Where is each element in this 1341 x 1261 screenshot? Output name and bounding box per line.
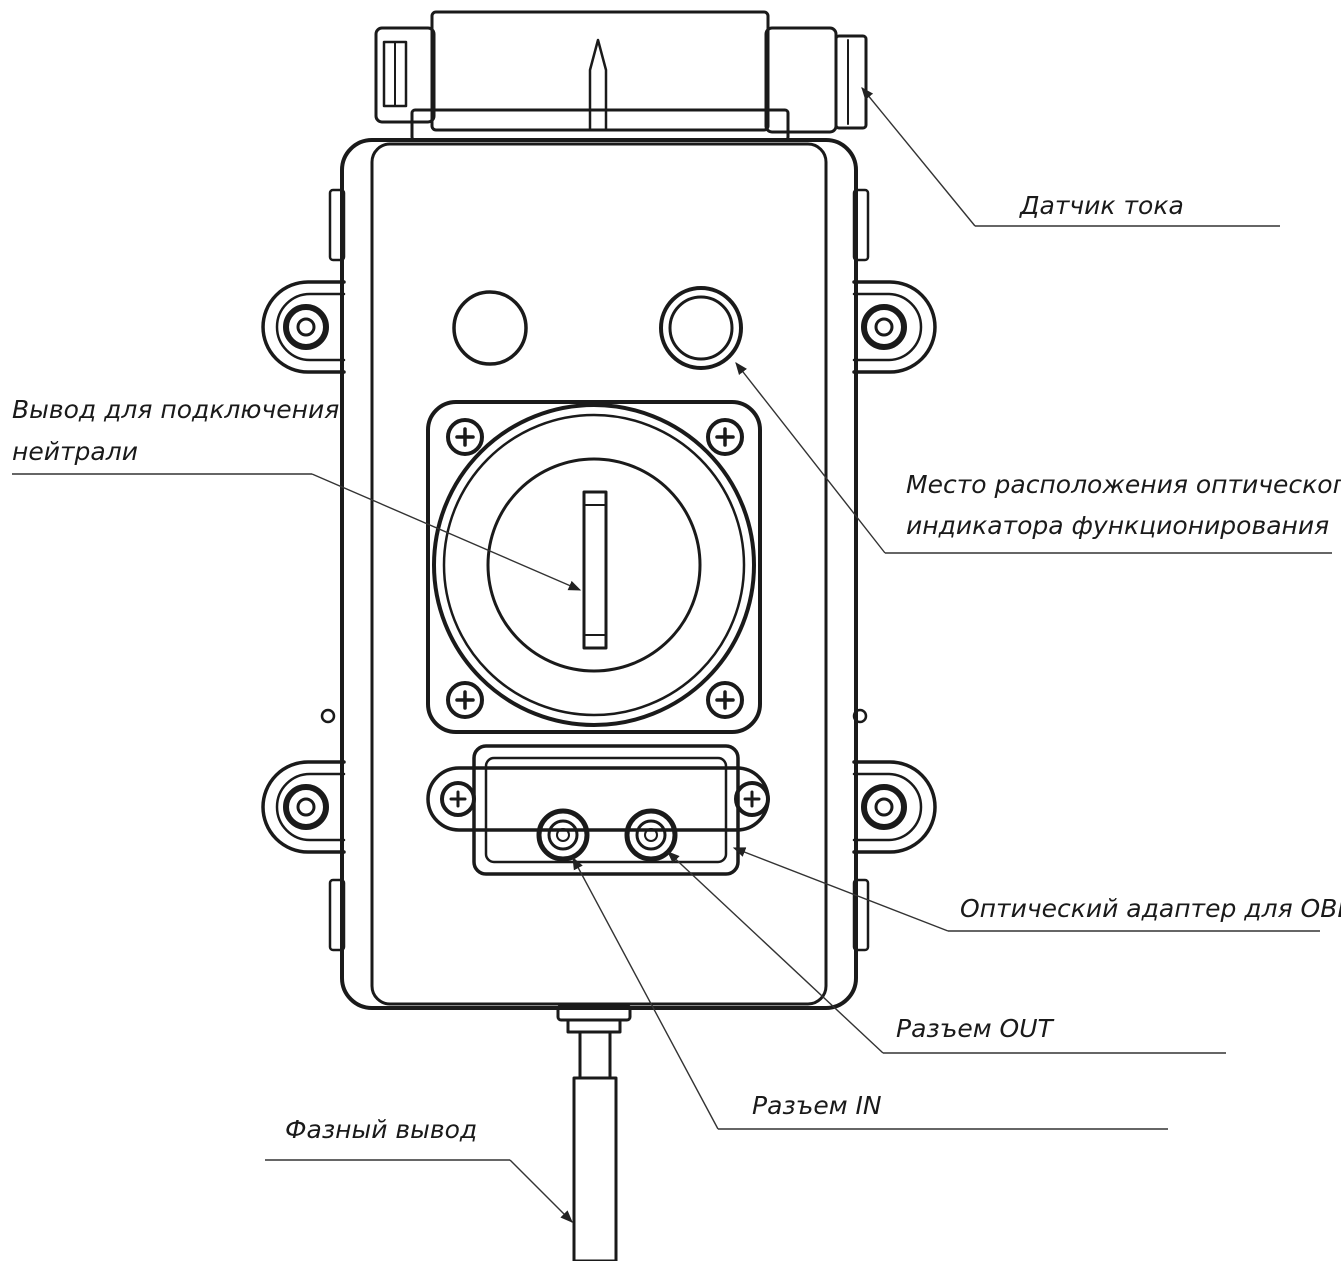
leader-phase-output xyxy=(265,1159,573,1223)
plate-screw-bottom-right xyxy=(706,681,744,719)
connector-in xyxy=(536,808,590,862)
connector-out xyxy=(624,808,678,862)
mounting-ear-bottom-right xyxy=(852,760,937,854)
label-connector-in: Разъем IN xyxy=(752,1091,882,1120)
label-neutral-line1: Вывод для подключения xyxy=(12,395,339,424)
leader-optical-indicator xyxy=(735,362,1332,554)
optical-indicator xyxy=(659,286,743,370)
plate-screw-bottom-left xyxy=(446,681,484,719)
mounting-ear-bottom-left xyxy=(261,760,346,854)
label-current-sensor: Датчик тока xyxy=(1019,191,1184,220)
neutral-terminal-plate xyxy=(426,400,762,734)
label-optical-indicator-line2: индикатора функционирования xyxy=(906,511,1329,540)
neutral-terminal xyxy=(582,490,608,650)
label-optical-indicator-line1: Место расположения оптического xyxy=(906,470,1341,499)
mounting-ear-top-left xyxy=(261,280,346,374)
leader-neutral xyxy=(12,473,582,591)
plate-screw-top-right xyxy=(706,418,744,456)
label-neutral-line2: нейтрали xyxy=(12,437,138,466)
housing xyxy=(320,138,870,1010)
leader-current-sensor xyxy=(861,87,1280,227)
leader-optical-adapter xyxy=(732,847,1320,932)
label-connector-out: Разъем OUT xyxy=(896,1014,1055,1043)
phase-output-cable xyxy=(556,1004,632,1261)
round-window-left xyxy=(452,290,528,366)
optical-adapter xyxy=(426,744,770,876)
leader-connector-out xyxy=(667,851,1226,1054)
label-optical-adapter: Оптический адаптер для ОВИ xyxy=(960,894,1341,923)
current-sensor xyxy=(374,10,868,142)
plate-screw-top-left xyxy=(446,418,484,456)
mounting-ear-top-right xyxy=(852,280,937,374)
label-phase-output: Фазный вывод xyxy=(285,1115,477,1144)
leader-connector-in xyxy=(572,856,1168,1130)
